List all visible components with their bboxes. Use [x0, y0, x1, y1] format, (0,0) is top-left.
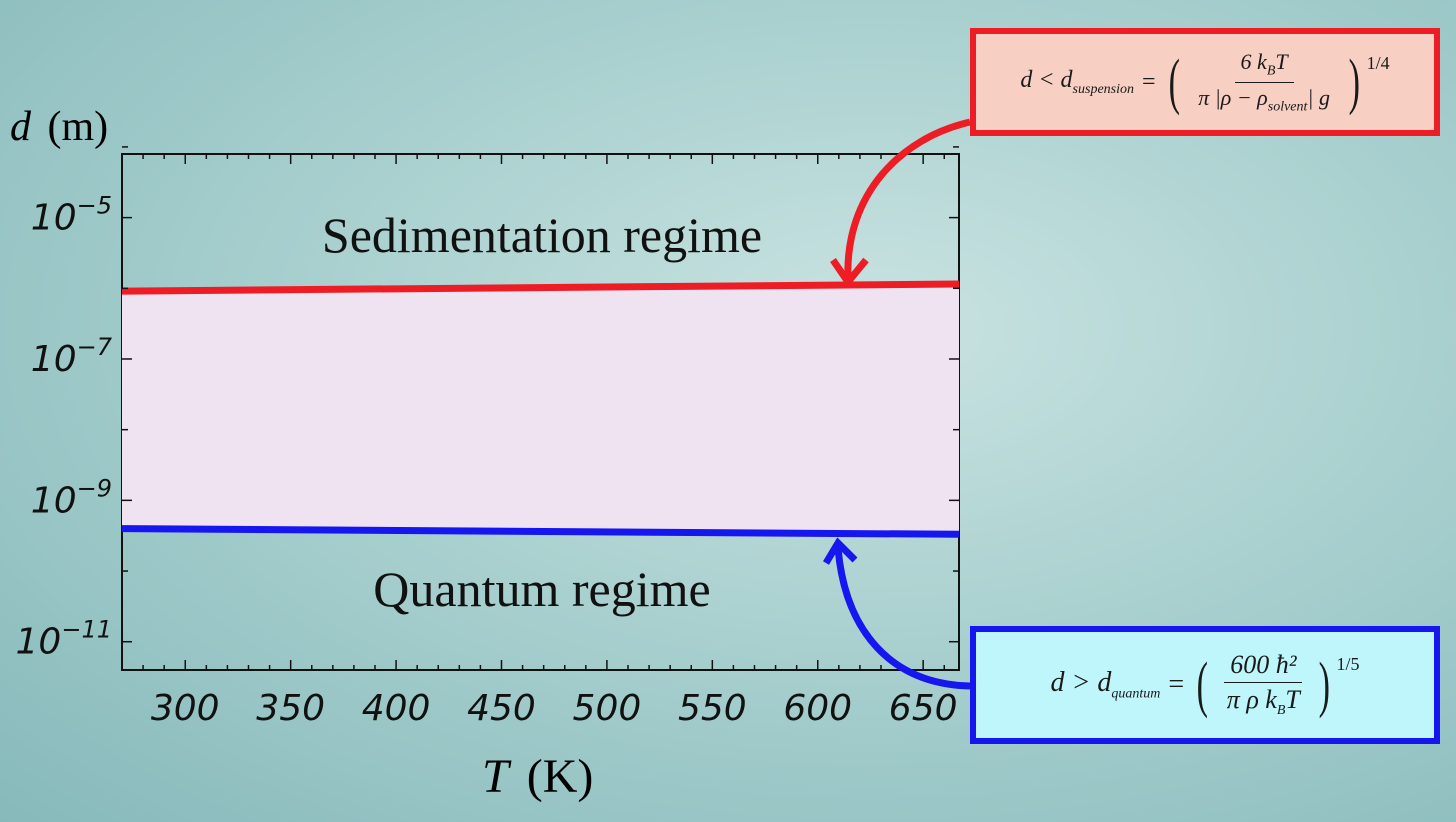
x-tick-label: 600 — [783, 688, 852, 729]
left-paren: ( — [1168, 48, 1180, 116]
right-paren: ) — [1318, 651, 1330, 719]
suspension-fraction: 6 kBT π |ρ − ρsolvent| g — [1198, 49, 1330, 114]
quantum-arrowhead — [822, 537, 858, 565]
suspension-lhs: d < dsuspension — [1020, 66, 1134, 97]
quantum-line — [121, 525, 960, 538]
suspension-arrowhead — [830, 257, 869, 288]
quantum-formula-box: d > dquantum = ( 600 ħ² π ρ kBT ) 1/5 — [970, 626, 1440, 744]
quantum-exponent: 1/5 — [1336, 654, 1360, 675]
quantum-fraction: 600 ħ² π ρ kBT — [1221, 650, 1306, 719]
viable-region-fill — [122, 284, 959, 535]
quantum-equals: = — [1168, 669, 1185, 700]
quantum-lhs: d > dquantum — [1050, 667, 1161, 702]
suspension-line — [121, 280, 960, 295]
quantum-regime-label: Quantum regime — [373, 561, 710, 617]
suspension-arrow — [844, 118, 971, 279]
y-tick-label: 10−9 — [31, 474, 112, 521]
suspension-exponent: 1/4 — [1366, 53, 1390, 74]
x-tick-label: 400 — [362, 688, 431, 729]
suspension-equals: = — [1142, 68, 1156, 95]
y-tick-label: 10−11 — [16, 616, 112, 663]
x-tick-label: 550 — [678, 688, 747, 729]
y-axis-label: d (m) — [10, 104, 108, 150]
left-paren: ( — [1196, 651, 1209, 719]
x-tick-label: 650 — [889, 688, 958, 729]
x-tick-label: 300 — [151, 688, 220, 729]
suspension-formula-box: d < dsuspension = ( 6 kBT π |ρ − ρsolven… — [970, 28, 1440, 136]
y-tick-label: 10−5 — [31, 192, 112, 239]
quantum-arrow — [834, 547, 971, 690]
x-tick-label: 500 — [573, 688, 642, 729]
x-tick-label: 450 — [467, 688, 536, 729]
sedimentation-regime-label: Sedimentation regime — [322, 207, 762, 263]
right-paren: ) — [1348, 48, 1360, 116]
y-tick-label: 10−7 — [31, 333, 113, 380]
x-axis-label: T (K) — [482, 750, 593, 803]
x-tick-label: 350 — [256, 688, 325, 729]
